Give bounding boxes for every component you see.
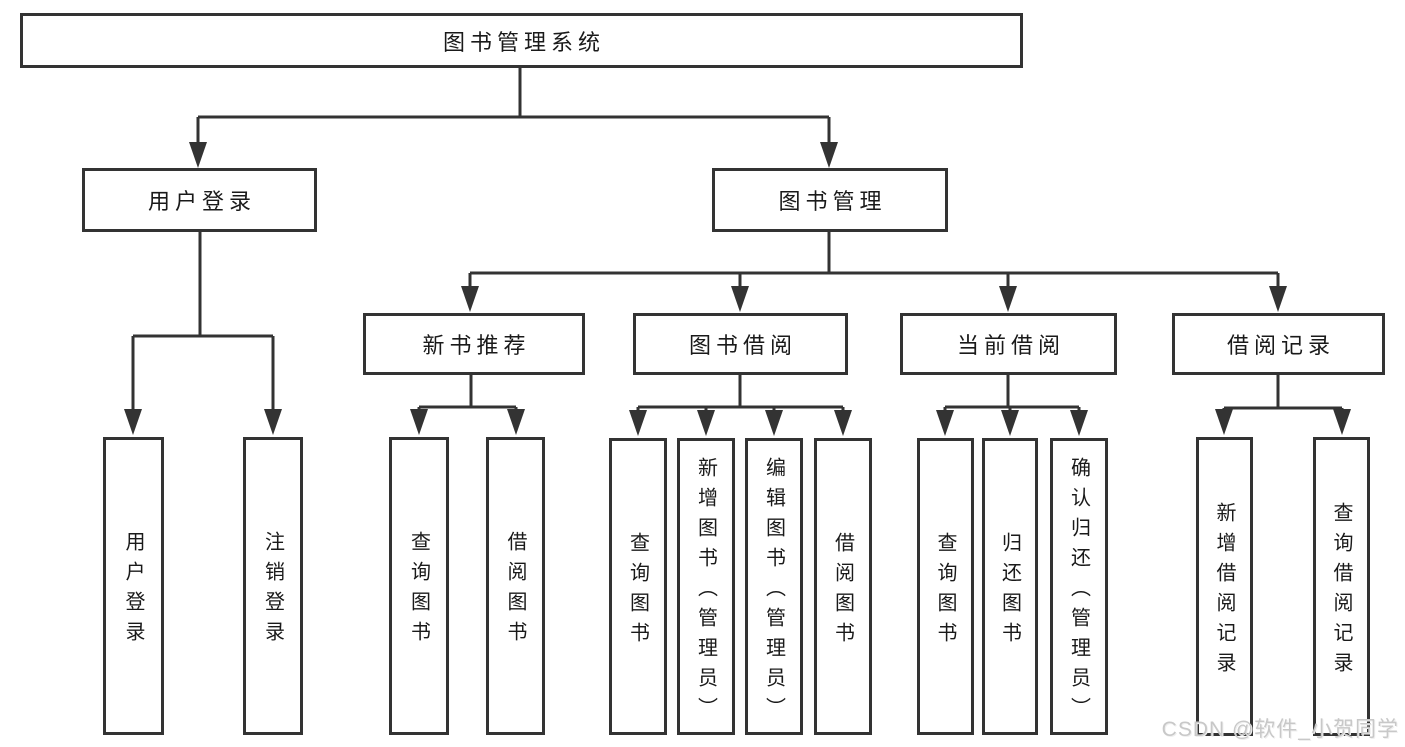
node-return-books: 归还图书 [982,438,1038,735]
node-label: 新增图书（管理员） [694,456,717,727]
node-label: 确认归还（管理员） [1067,456,1090,727]
node-label: 查询借阅记录 [1330,501,1352,682]
node-label: 查询图书 [626,531,649,652]
node-borrow-books-recommend: 借阅图书 [486,437,545,735]
node-label: 编辑图书（管理员） [762,456,785,727]
node-logout: 注销登录 [243,437,303,735]
node-label: 借阅图书 [504,531,526,651]
node-borrow-records: 借阅记录 [1172,313,1385,375]
node-label: 用户登录 [147,189,256,214]
node-query-books-current: 查询图书 [917,438,974,735]
node-borrow-books: 借阅图书 [814,438,872,735]
node-confirm-return-admin: 确认归还（管理员） [1050,438,1108,735]
node-label: 图书管理 [778,189,887,214]
node-label: 查询图书 [934,531,956,652]
node-label: 图书借阅 [688,333,797,358]
node-label: 图书管理系统 [442,29,605,55]
node-user-login: 用户登录 [82,168,317,232]
node-current-borrow: 当前借阅 [900,313,1117,375]
node-book-management: 图书管理 [712,168,948,232]
node-add-borrow-record: 新增借阅记录 [1196,437,1253,736]
node-query-books-borrow: 查询图书 [609,438,667,735]
node-query-borrow-record: 查询借阅记录 [1313,437,1370,736]
node-new-book-recommend: 新书推荐 [363,313,585,375]
node-label: 新书推荐 [422,333,531,358]
node-label: 归还图书 [998,531,1021,652]
node-book-borrow: 图书借阅 [633,313,848,375]
node-label: 借阅图书 [831,531,854,652]
node-label: 借阅记录 [1226,333,1335,358]
node-user-login-action: 用户登录 [103,437,164,735]
node-label: 当前借阅 [956,333,1065,358]
node-query-books-recommend: 查询图书 [389,437,449,735]
node-book-management-system: 图书管理系统 [20,13,1023,68]
node-add-book-admin: 新增图书（管理员） [677,438,735,735]
csdn-watermark: CSDN @软件_小贺同学 [1161,718,1399,741]
node-label: 注销登录 [261,531,284,651]
node-edit-book-admin: 编辑图书（管理员） [745,438,803,735]
node-label: 查询图书 [407,531,430,651]
node-label: 新增借阅记录 [1213,501,1235,682]
node-label: 用户登录 [122,531,144,651]
